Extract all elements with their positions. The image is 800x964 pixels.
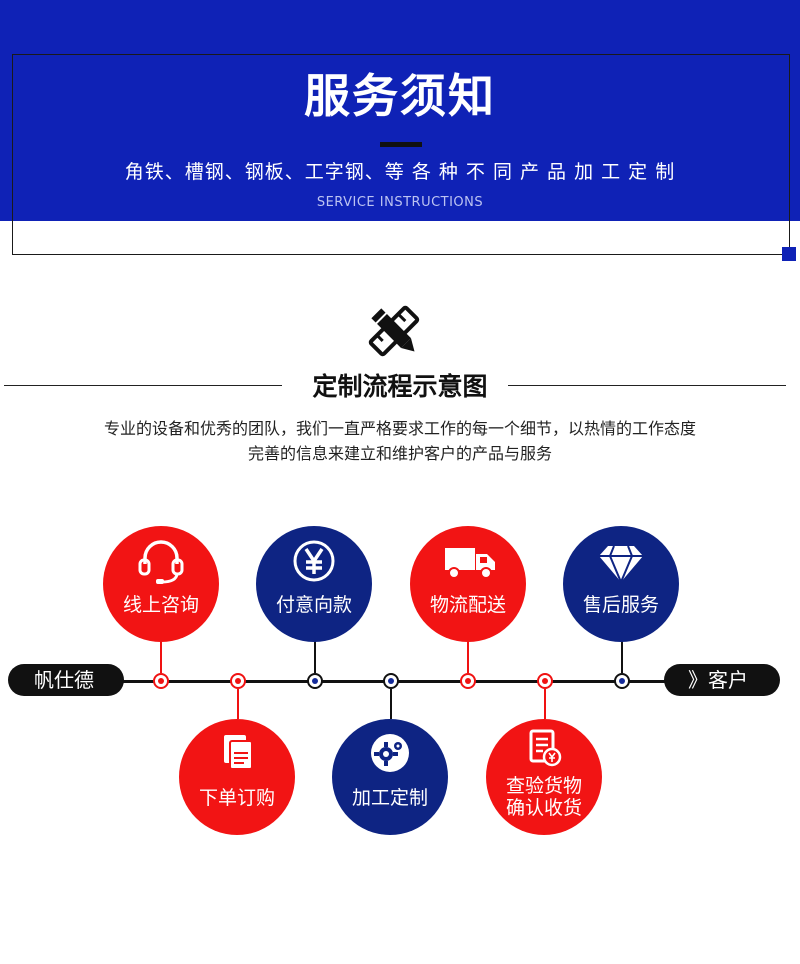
timeline-node — [383, 673, 399, 689]
timeline-node — [614, 673, 630, 689]
documents-icon — [224, 735, 253, 770]
truck-icon — [445, 548, 495, 579]
step-label: 线上咨询 — [122, 594, 199, 616]
step-label: 查验货物 确认收货 — [486, 775, 602, 819]
timeline-node — [460, 673, 476, 689]
section-divider-right — [508, 385, 786, 386]
page-title: 服务须知 — [304, 69, 496, 123]
connector-stem — [160, 640, 162, 673]
section-description: 专业的设备和优秀的团队，我们一直严格要求工作的每一个细节，以热情的工作态度 完善… — [0, 416, 800, 466]
step-deposit: 付意向款 — [256, 526, 372, 642]
section-description-line1: 专业的设备和优秀的团队，我们一直严格要求工作的每一个细节，以热情的工作态度 — [103, 419, 696, 438]
timeline-node — [230, 673, 246, 689]
step-after-sales: 售后服务 — [563, 526, 679, 642]
step-label-line1: 查验货物 — [505, 775, 582, 797]
timeline-node — [153, 673, 169, 689]
connector-stem — [467, 640, 469, 673]
step-inspect-receive: 查验货物 确认收货 — [486, 719, 602, 835]
timeline-node — [307, 673, 323, 689]
timeline-node — [537, 673, 553, 689]
connector-stem — [314, 640, 316, 673]
end-pill: 》客户 — [664, 664, 780, 696]
section-description-line2: 完善的信息来建立和维护客户的产品与服务 — [247, 444, 552, 463]
diamond-icon — [599, 545, 643, 585]
step-label: 付意向款 — [275, 594, 352, 616]
connector-stem — [544, 689, 546, 719]
section-title: 定制流程示意图 — [312, 372, 488, 401]
corner-square-decoration — [782, 247, 796, 261]
timeline-line — [120, 680, 680, 683]
pencil-ruler-icon — [368, 305, 420, 357]
connector-stem — [390, 689, 392, 719]
step-online-consult: 线上咨询 — [103, 526, 219, 642]
banner-frame — [12, 54, 790, 255]
step-label: 加工定制 — [351, 787, 428, 809]
step-label: 物流配送 — [429, 594, 506, 616]
step-label: 售后服务 — [582, 594, 659, 616]
gear-icon — [371, 734, 409, 772]
connector-stem — [621, 640, 623, 673]
receipt-icon — [529, 729, 562, 767]
start-pill: 帆仕德 — [8, 664, 124, 696]
section-divider-left — [4, 385, 282, 386]
yen-icon — [293, 540, 335, 582]
header-banner — [0, 0, 800, 221]
step-label-line2: 确认收货 — [505, 797, 582, 819]
headset-icon — [138, 540, 184, 584]
banner-subtitle: 角铁、槽钢、钢板、工字钢、等 各 种 不 同 产 品 加 工 定 制 — [124, 161, 676, 183]
step-processing: 加工定制 — [332, 719, 448, 835]
step-label: 下单订购 — [198, 787, 275, 809]
step-place-order: 下单订购 — [179, 719, 295, 835]
banner-english-subtitle: SERVICE INSTRUCTIONS — [316, 195, 484, 210]
title-underline — [380, 142, 422, 147]
connector-stem — [237, 689, 239, 719]
step-logistics: 物流配送 — [410, 526, 526, 642]
